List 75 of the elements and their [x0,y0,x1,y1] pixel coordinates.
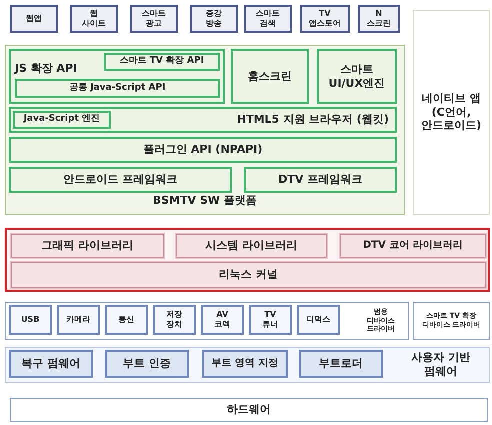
module-box [317,49,397,104]
layer-panel [5,302,409,340]
layer-panel [9,107,397,133]
module-box [297,305,340,335]
module-label: 웹 사이트 [81,9,107,29]
module-box [244,5,292,33]
module-label: DTV 프레임워크 [278,173,362,187]
module-box [13,111,111,129]
module-box [413,10,490,215]
module-label: 카메라 [66,315,90,325]
module-box [340,234,486,258]
module-label: JS 확장 API [15,62,78,75]
module-label: 리눅스 커널 [219,268,278,282]
module-box [358,5,400,33]
module-box [15,79,220,98]
module-box [9,167,232,193]
module-box [11,234,164,258]
module-box [299,350,383,378]
module-box [104,53,220,71]
module-box [176,234,327,258]
module-label: 스마트 TV 확장 API [120,56,204,68]
module-box [249,305,292,335]
module-box [300,5,350,33]
module-label: 저장 장치 [166,310,184,330]
module-box [11,262,486,288]
module-label: 통신 [118,315,134,325]
module-box [190,5,238,33]
module-label: 그래픽 라이브러리 [42,239,134,253]
module-label: 안드로이드 프레임워크 [64,173,178,187]
module-label: AV 코덱 [214,310,232,330]
module-label: 스마트 광고 [141,9,167,29]
module-label: TV 앱스토어 [308,9,342,29]
module-label: 하드웨어 [227,403,271,417]
module-label: 플러그인 API (NPAPI) [143,143,263,157]
module-label: 증강 방송 [205,9,223,29]
module-box [57,305,100,335]
module-box [130,5,178,33]
module-box [105,350,189,378]
module-label: 부트로더 [319,357,363,371]
module-label: 스마트 검색 [255,9,281,29]
module-box [153,305,196,335]
module-box [10,398,488,422]
module-label: 웹앱 [26,14,42,24]
module-box [9,305,52,335]
module-box [244,167,397,193]
module-label: HTML5 지원 브라우저 (웹킷) [237,113,389,127]
module-label: BSMTV SW 플랫폼 [153,194,257,207]
module-box [413,302,490,340]
module-label: USB [21,315,40,325]
module-box [231,49,309,104]
module-label: 홈스크린 [248,70,292,84]
module-label: 사용자 기반 펌웨어 [410,351,472,379]
module-label: 부트 영역 지정 [212,358,278,370]
module-box [105,305,148,335]
module-box [201,305,244,335]
module-label: 공통 Java-Script API [69,82,166,94]
module-label: 네이티브 앱 (C언어, 안드로이드) [420,92,483,134]
module-box [70,5,118,33]
module-label: TV 튜너 [262,310,280,330]
layer-panel [5,347,490,383]
module-label: Java-Script 엔진 [24,114,100,126]
layer-panel [9,49,225,104]
module-box [10,5,58,33]
module-label: N 스크린 [366,9,392,29]
module-box [202,350,288,378]
layer-panel [5,45,405,215]
module-box [9,350,93,378]
module-box [9,137,397,163]
group-frame [5,228,490,292]
module-label: 시스템 라이브러리 [206,239,298,253]
module-label: 디먹스 [306,315,330,325]
module-label: 복구 펌웨어 [22,357,80,371]
module-label: 스마트 UI/UX엔진 [328,62,386,90]
module-label: DTV 코어 라이브러리 [363,240,463,252]
module-label: 부트 인증 [123,357,171,371]
